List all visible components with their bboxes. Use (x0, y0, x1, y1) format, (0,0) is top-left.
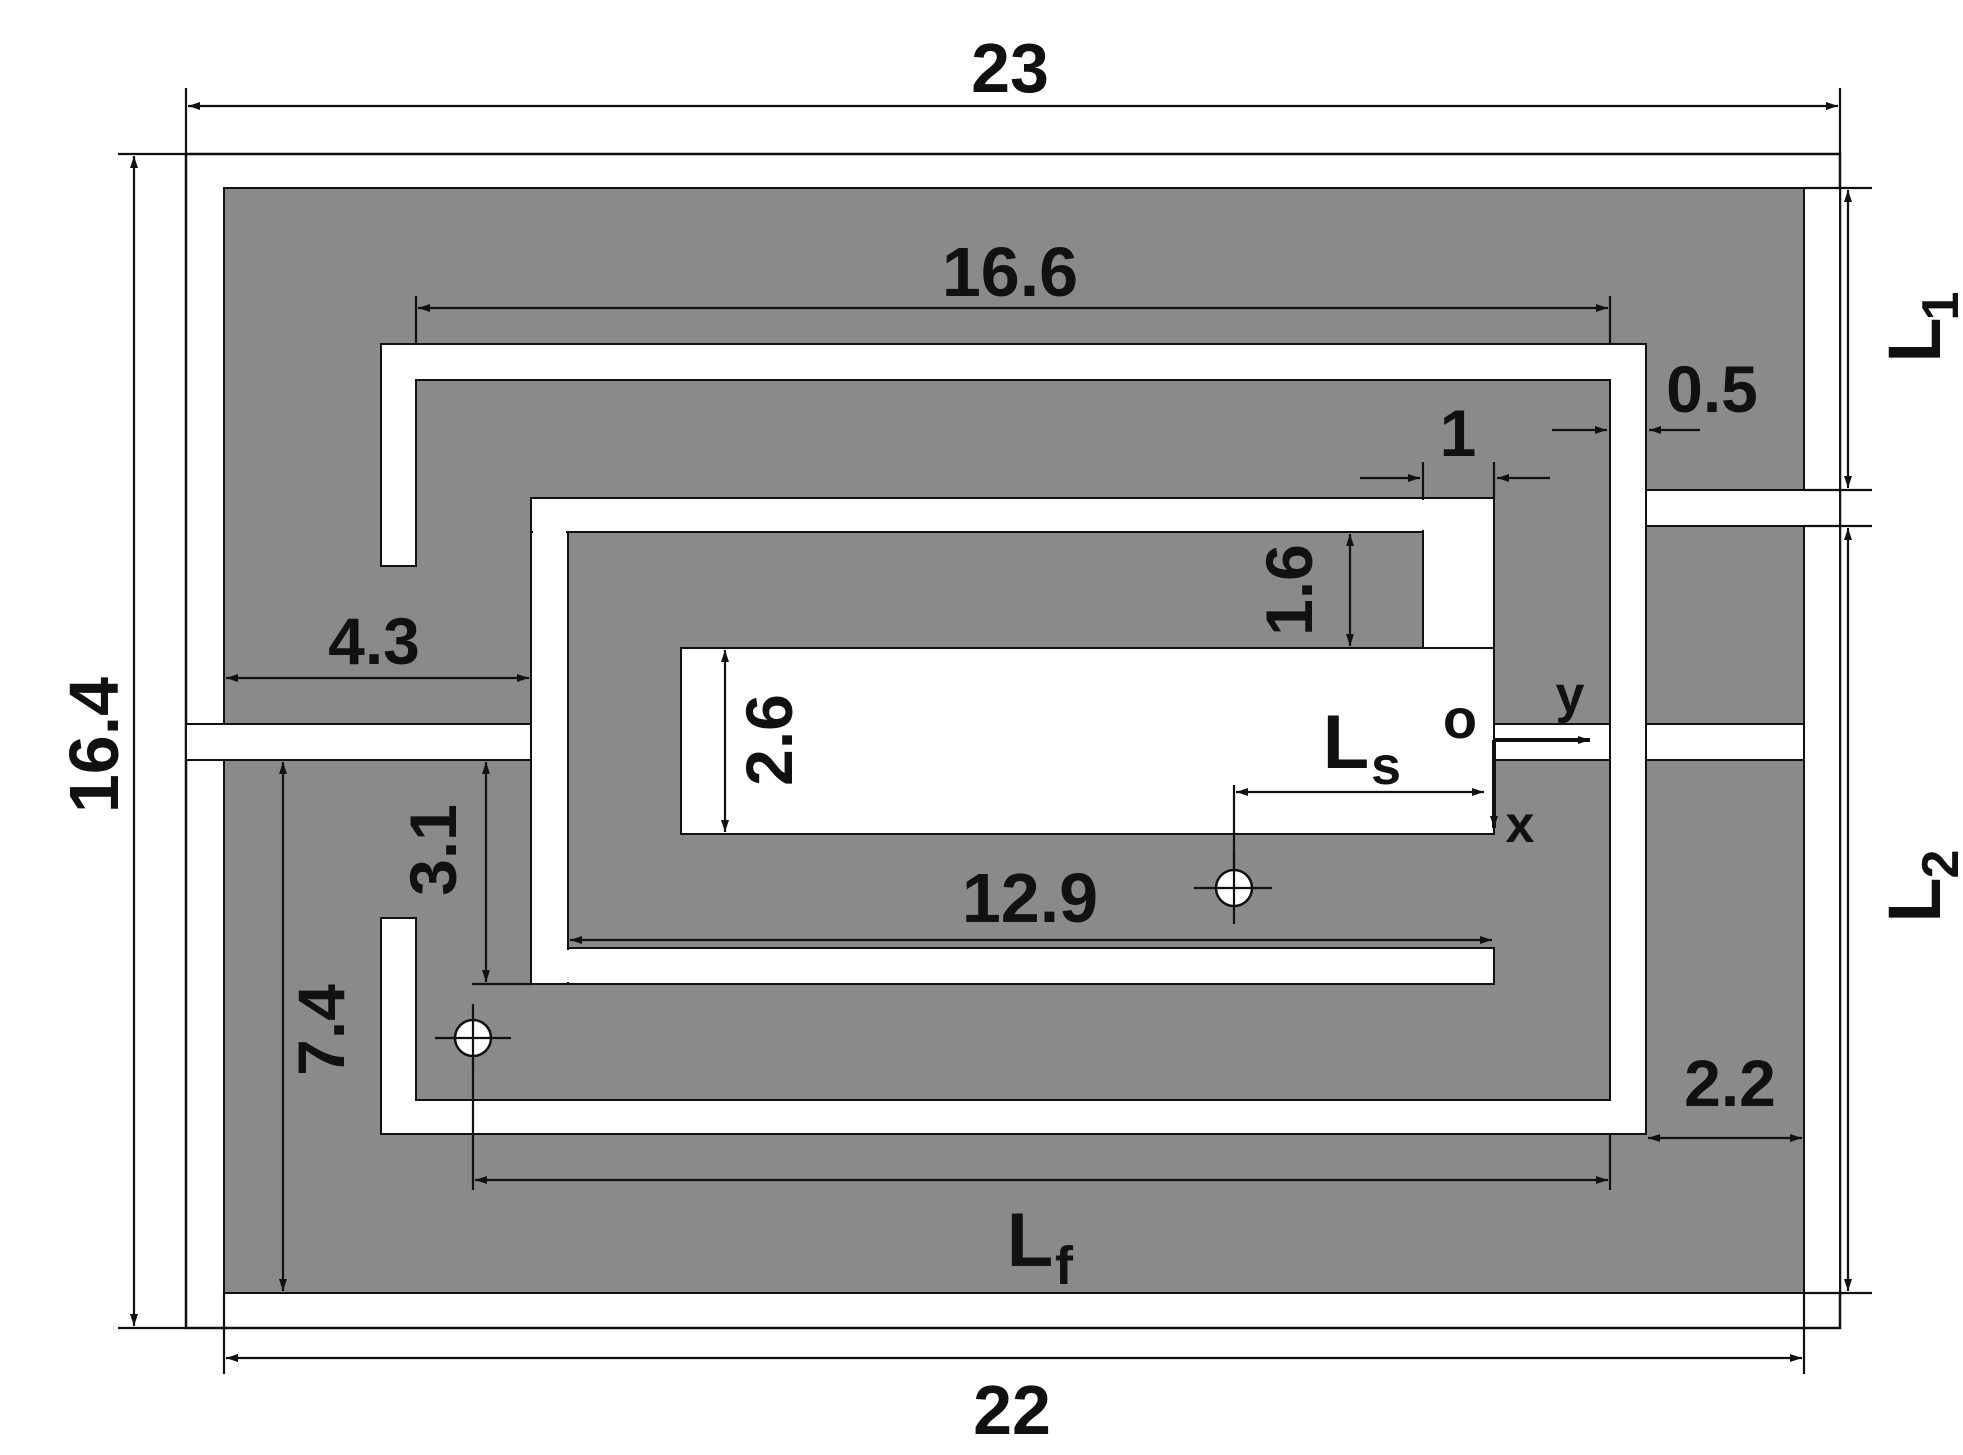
label-inner-slot-length: 12.9 (962, 859, 1098, 937)
svg-text:2: 2 (1912, 850, 1963, 879)
label-overall-height: 16.4 (55, 677, 133, 813)
svg-text:L: L (1873, 877, 1956, 922)
coordinate-axes (1490, 736, 1590, 828)
label-l2: L 2 (1873, 850, 1963, 923)
label-slot-width: 1 (1440, 396, 1477, 470)
label-l1: L 1 (1873, 292, 1963, 363)
label-origin: o (1443, 687, 1477, 750)
outer-slot-left-top-fill (383, 346, 414, 564)
label-left-arm: 4.3 (328, 604, 420, 678)
right-edge-strip (1803, 187, 1841, 1294)
outer-slot-bottom-fill (383, 1102, 1644, 1132)
label-inner-strip: 1.6 (1252, 544, 1326, 636)
label-axis-y: y (1556, 666, 1585, 724)
svg-text:f: f (1055, 1236, 1074, 1296)
outer-slot-top-fill (383, 346, 1644, 378)
inner-metal-lower (568, 834, 1494, 948)
label-left-height: 7.4 (284, 984, 358, 1076)
svg-text:L: L (1323, 700, 1369, 785)
dimension-lines (118, 88, 1872, 1374)
label-ls: L s (1323, 700, 1401, 796)
inner-join-fill-2 (533, 500, 1492, 530)
inner-join-fill-3 (1425, 500, 1492, 646)
inner-join-fill-6 (683, 650, 1492, 832)
label-overall-width: 23 (971, 29, 1049, 107)
svg-text:1: 1 (1912, 292, 1963, 321)
inner-join-fill-1 (533, 500, 566, 982)
inner-metal-edges (567, 531, 1494, 949)
label-lower-arm: 3.1 (396, 804, 470, 896)
label-lf: L f (1007, 1198, 1074, 1296)
inner-join-fill-4 (533, 950, 1492, 982)
svg-text:L: L (1873, 317, 1956, 362)
label-right-arm: 2.2 (1684, 1046, 1776, 1120)
label-outer-slot-length: 16.6 (942, 233, 1078, 311)
label-outer-gap: 0.5 (1666, 352, 1758, 426)
left-mid-gap-fill (224, 726, 529, 758)
label-bottom-width: 22 (973, 1371, 1051, 1449)
label-axis-x: x (1506, 796, 1535, 854)
right-gap-fill (1648, 492, 1804, 524)
svg-text:s: s (1371, 736, 1401, 796)
svg-text:L: L (1007, 1198, 1053, 1283)
inner-metal-center (568, 532, 1423, 648)
outer-slot-right-fill (1612, 346, 1644, 1132)
inner-metal-left (568, 648, 681, 834)
outer-slot-left-bottom-fill (383, 920, 414, 1132)
label-open-slot-height: 2.6 (732, 694, 806, 786)
via-left (435, 1004, 511, 1070)
outer-slot (380, 343, 1647, 1135)
